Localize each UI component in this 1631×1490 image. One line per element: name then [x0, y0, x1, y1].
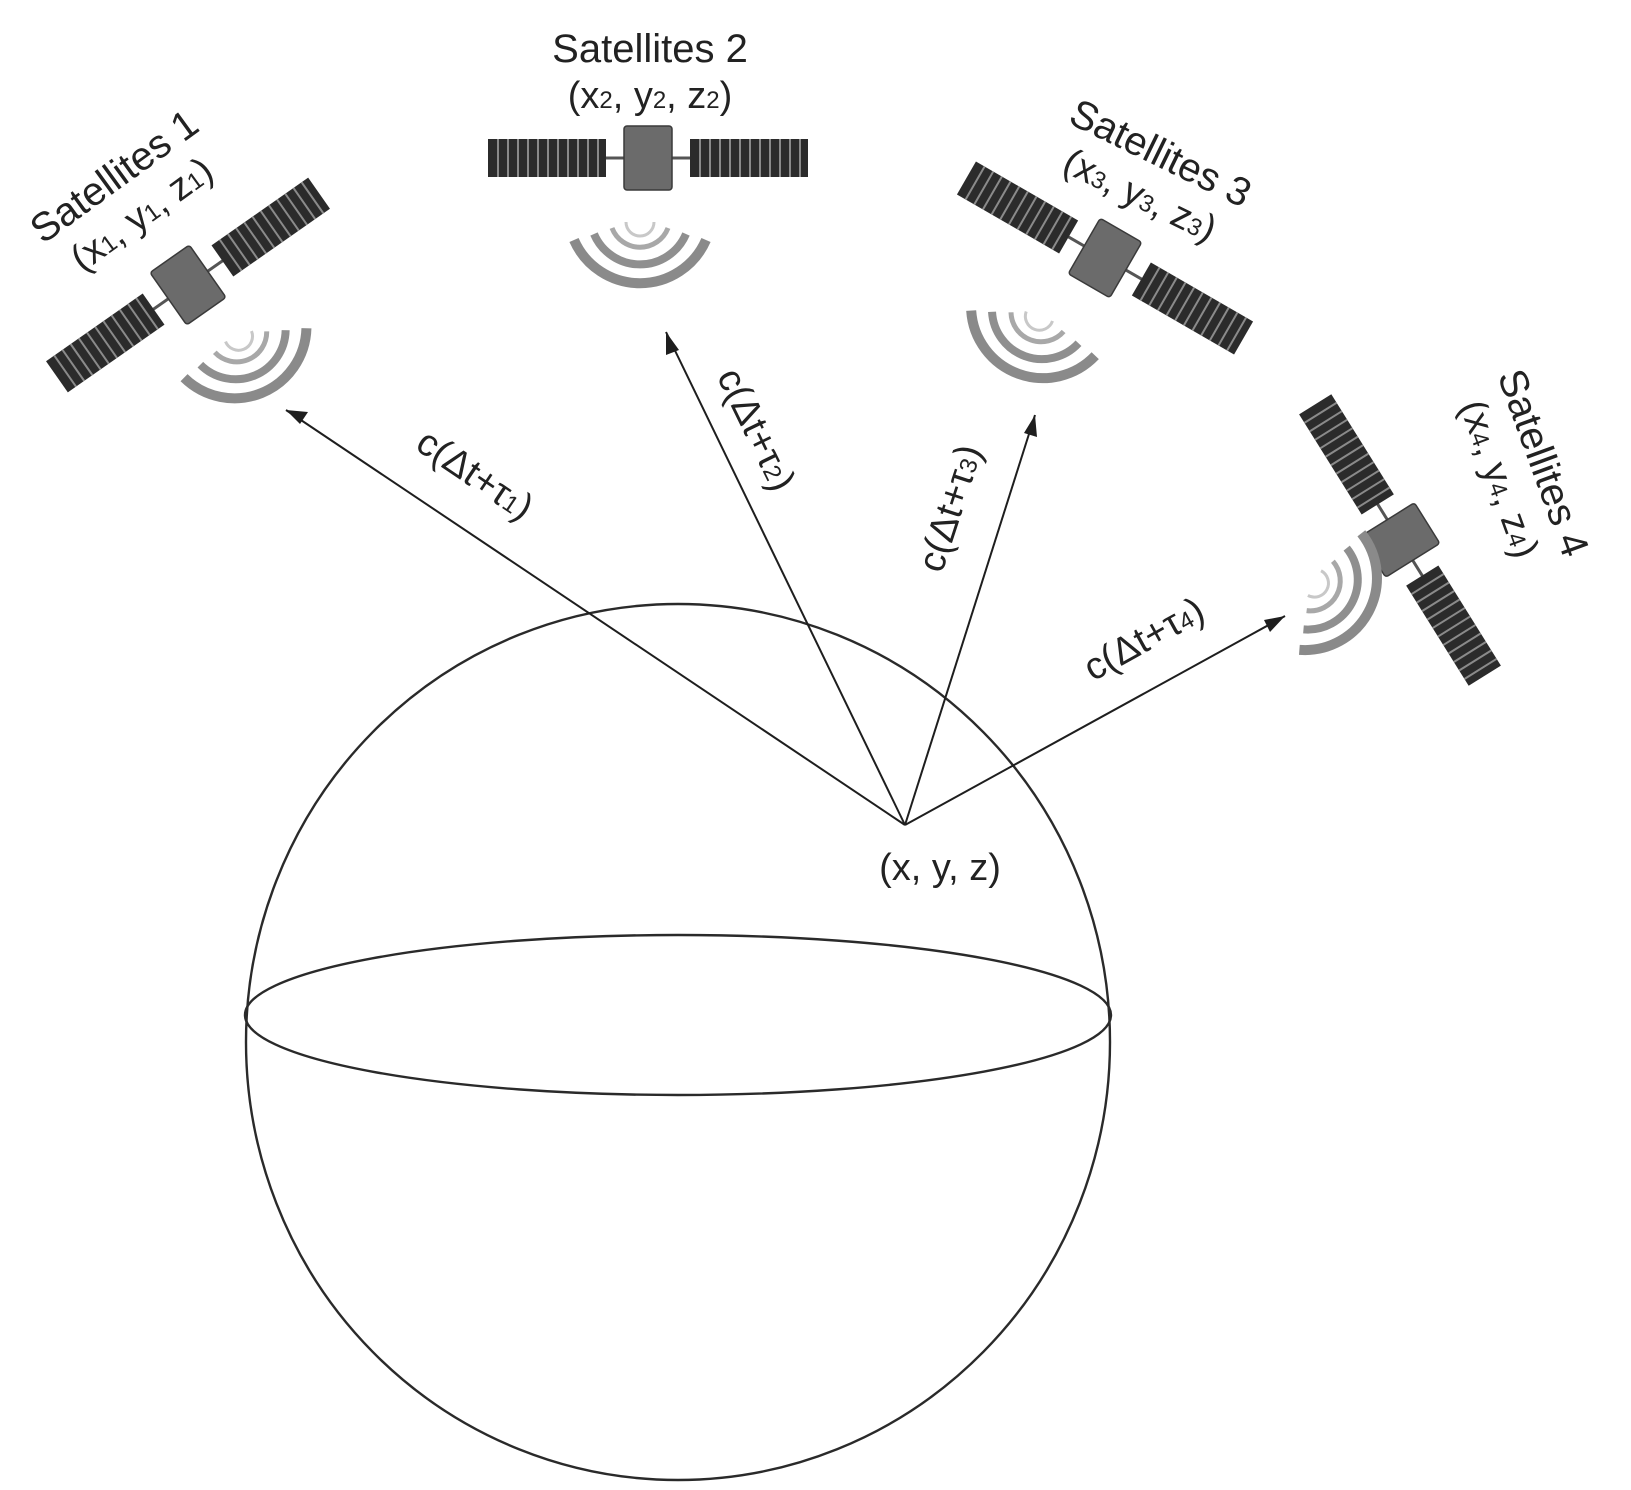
distance-label-1: c(Δt+τ1) [409, 421, 541, 529]
satellite-2-title: Satellites 2 [552, 27, 748, 71]
ray-3 [904, 414, 1036, 826]
ray-4 [904, 615, 1286, 826]
satellite-2-icon [486, 124, 810, 192]
earth-sphere [244, 602, 1112, 1482]
distance-label-4: c(Δt+τ4) [1077, 589, 1212, 689]
distance-label-2: c(Δt+τ2) [708, 362, 803, 498]
signal-1-icon [177, 312, 322, 418]
ray-1 [285, 409, 906, 826]
arrowhead-3 [1024, 415, 1037, 437]
signal-3-icon [956, 294, 1101, 397]
arrowhead-2 [666, 332, 679, 355]
arrowhead-1 [286, 410, 308, 424]
ray-2 [665, 331, 906, 826]
earth-equator [243, 933, 1113, 1097]
arrowhead-4 [1264, 616, 1285, 632]
distance-label-3: c(Δt+τ3) [910, 440, 990, 577]
receiver-label: (x, y, z) [879, 847, 1001, 889]
satellite-2-coord: (x2, y2, z2) [568, 75, 733, 117]
signal-2-icon [574, 222, 706, 283]
